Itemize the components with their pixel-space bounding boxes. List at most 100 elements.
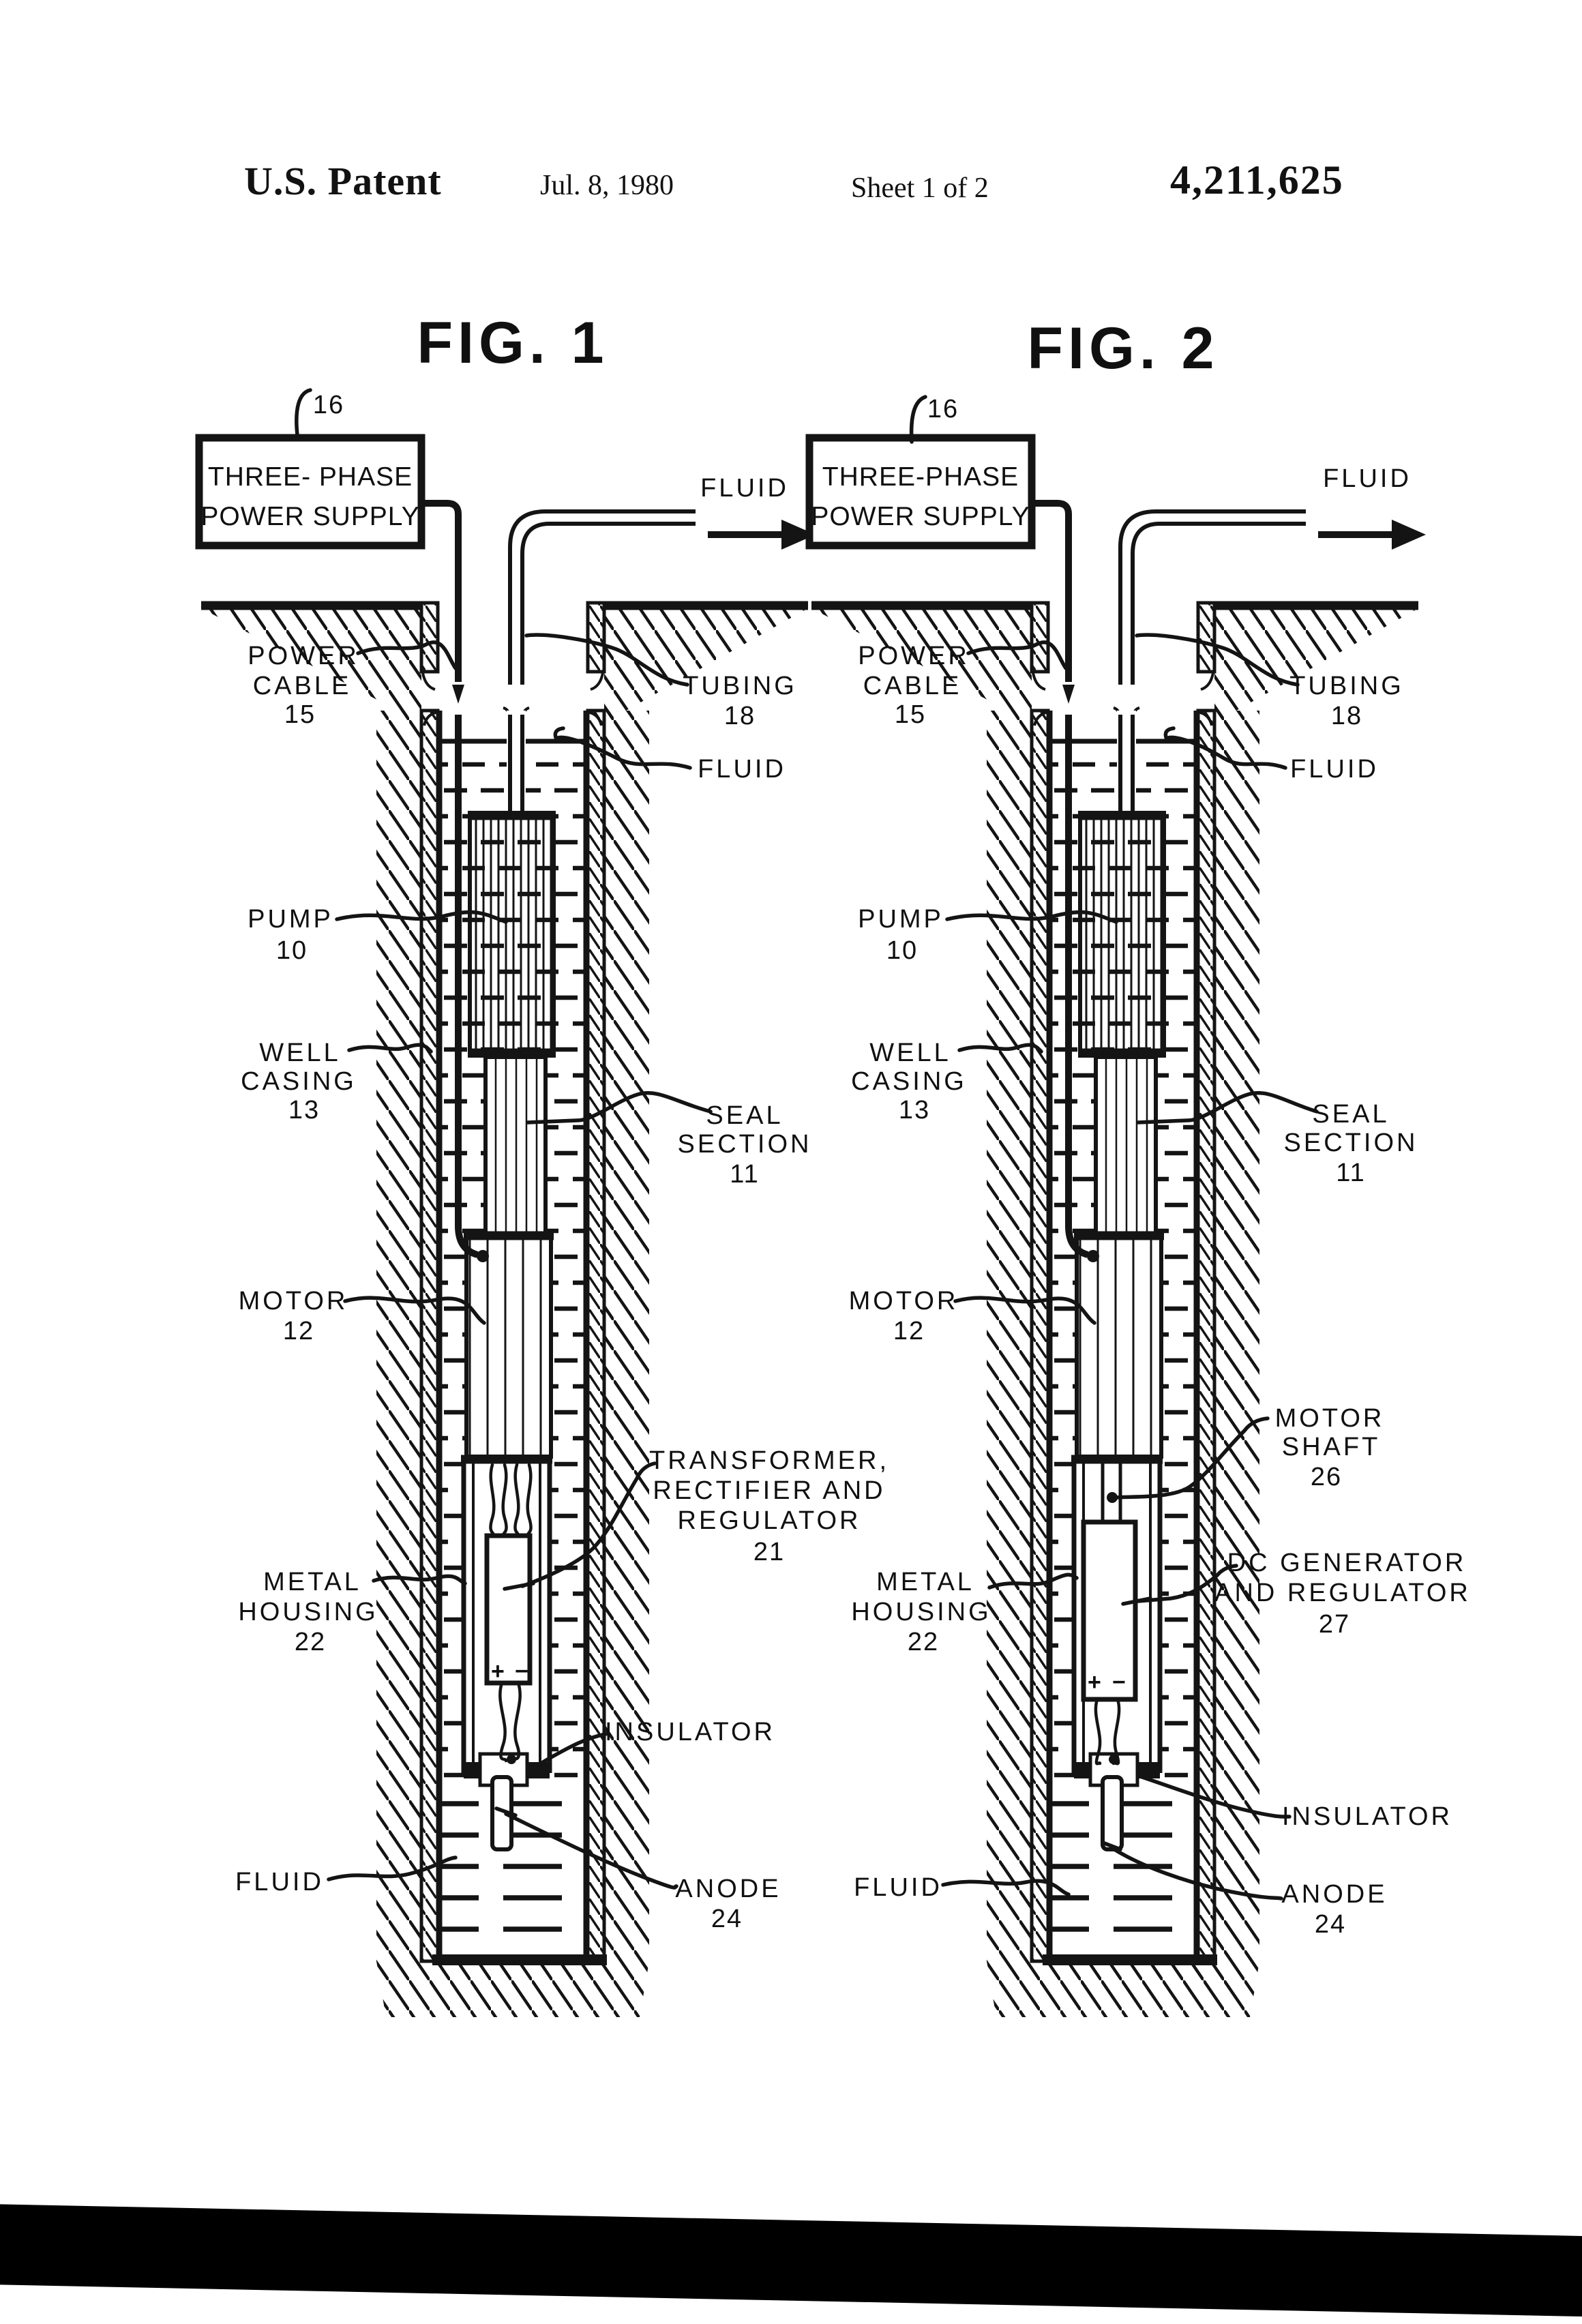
fig2-leader-motor: [953, 1296, 1096, 1325]
fig1-ref-16: 16: [313, 391, 344, 419]
fig2-label-tubing: TUBING: [1289, 672, 1404, 700]
fig2-label-casing: CASING: [851, 1067, 967, 1096]
fig2-housing-interior: [1081, 1463, 1138, 1766]
fig1-label-seal: SEAL: [706, 1101, 783, 1130]
fig2-label-fluid-bottom: FLUID: [854, 1873, 942, 1902]
fig2-label-27: 27: [1319, 1610, 1350, 1639]
fig1-label-insulator: INSULATOR: [605, 1718, 775, 1746]
fig2-leader-tubing: [1135, 633, 1300, 687]
fig1-label-21: 21: [753, 1538, 785, 1566]
fig2-label-dc-generator-2: AND REGULATOR: [1214, 1579, 1471, 1607]
fig1-leader-power-cable: [356, 640, 458, 670]
patent-header-date: Jul. 8, 1980: [540, 170, 674, 201]
fig2-leader-seal: [1136, 1091, 1319, 1124]
fig2-power-supply-line1: THREE-PHASE: [822, 462, 1019, 492]
fig1-label-12: 12: [283, 1317, 314, 1345]
fig2-label-pump: PUMP: [858, 905, 944, 934]
fig1-label-22: 22: [295, 1628, 326, 1656]
fig1-battery-plus: +: [491, 1658, 505, 1684]
fig1-label-rectifier: RECTIFIER AND: [653, 1476, 885, 1505]
fig2-ref-16: 16: [927, 395, 959, 423]
fig1-leader-anode: [494, 1806, 678, 1890]
fig2-label-well: WELL: [869, 1039, 951, 1067]
fig2-leader-pump: [945, 910, 1118, 924]
fig1-leader-seal: [526, 1091, 713, 1124]
fig2-label-10: 10: [886, 936, 918, 965]
transformer-block: [484, 1533, 533, 1686]
fig2-label-22: 22: [908, 1628, 939, 1656]
fig1-leader-fluid-bottom: [327, 1856, 458, 1881]
fig2-label-fluid-level: FLUID: [1290, 755, 1379, 784]
dc-generator-block: [1081, 1519, 1138, 1702]
fig2-label-anode: ANODE: [1281, 1880, 1387, 1909]
fig1-label-24: 24: [711, 1905, 743, 1933]
fig1-label-transformer: TRANSFORMER,: [649, 1446, 889, 1475]
fig2: + − FIG. 2 16 THREE-PHASE POWER SUPPLY F…: [809, 316, 1471, 2017]
fig1-leader-metal-housing: [372, 1574, 467, 1585]
patent-header-title: U.S. Patent: [244, 159, 442, 203]
fig2-leader-dc-generator: [1121, 1564, 1238, 1606]
fig2-label-24: 24: [1315, 1910, 1346, 1939]
motor-shaft-dot: [1107, 1492, 1118, 1503]
fig1: + − FIG. 1 16 THREE- PHASE POWER SUPPLY …: [199, 310, 889, 2017]
fig2-leader-power-cable: [966, 640, 1068, 670]
fig2-power-supply-line2: POWER SUPPLY: [811, 502, 1030, 531]
fig2-label-seal: SEAL: [1312, 1100, 1389, 1129]
fig2-leader-insulator: [1136, 1774, 1292, 1819]
fig2-label-metal: METAL: [876, 1568, 974, 1596]
fig1-leader-transformer: [503, 1461, 657, 1591]
fig1-label-fluid-out: FLUID: [700, 474, 789, 503]
fig2-generator-plus: +: [1088, 1669, 1101, 1695]
fig2-leader-fluid-level: [1163, 726, 1287, 770]
fig1-label-13: 13: [288, 1096, 320, 1124]
fig1-label-15: 15: [284, 700, 316, 729]
fig1-label-well: WELL: [259, 1039, 340, 1067]
fig1-label-10: 10: [276, 936, 308, 965]
fig2-label-26: 26: [1311, 1463, 1342, 1491]
fig1-leader-insulator: [526, 1731, 610, 1775]
wire-junction-dot: [507, 1755, 516, 1764]
patent-header-number: 4,211,625: [1170, 158, 1344, 203]
fig1-label-pump: PUMP: [248, 905, 333, 934]
fig2-leader-ref16: [909, 395, 927, 444]
fig2-label-15: 15: [895, 700, 926, 729]
fig1-leader-fluid-level: [553, 726, 692, 770]
fig1-label-11: 11: [730, 1160, 759, 1189]
fig2-title: FIG. 2: [1028, 316, 1219, 381]
fig1-leader-ref16: [295, 388, 312, 437]
fig1-leader-well-casing: [347, 1043, 433, 1054]
fig1-leader-pump: [335, 910, 508, 924]
fig2-label-housing: HOUSING: [851, 1598, 991, 1626]
fig1-label-metal: METAL: [263, 1568, 361, 1596]
fig2-label-13: 13: [899, 1096, 930, 1124]
fig1-power-supply-line2: POWER SUPPLY: [200, 502, 419, 531]
fig1-label-cable: CABLE: [253, 672, 352, 700]
fig1-power-supply-line1: THREE- PHASE: [208, 462, 413, 492]
fig1-housing-interior: [484, 1463, 533, 1764]
patent-header-sheet: Sheet 1 of 2: [851, 173, 989, 204]
fig2-label-section: SECTION: [1284, 1129, 1418, 1157]
fig2-label-18: 18: [1331, 702, 1362, 730]
fig1-label-regulator: REGULATOR: [678, 1506, 861, 1535]
fig2-label-dc-generator-1: DC GENERATOR: [1227, 1549, 1467, 1577]
fig2-generator-minus: −: [1112, 1669, 1126, 1695]
fig1-label-anode: ANODE: [675, 1875, 781, 1903]
wire-junction-dot: [1109, 1755, 1118, 1764]
fig2-leader-well-casing: [957, 1043, 1043, 1054]
fig2-label-motor-shaft-2: SHAFT: [1282, 1433, 1381, 1461]
fig1-leader-motor: [343, 1296, 486, 1325]
fig1-title: FIG. 1: [417, 310, 609, 376]
fig2-label-cable: CABLE: [863, 672, 962, 700]
fig2-label-power: POWER: [858, 642, 970, 670]
fig1-label-motor: MOTOR: [239, 1287, 348, 1315]
fig2-label-fluid-out: FLUID: [1323, 464, 1412, 493]
fig2-label-12: 12: [893, 1317, 925, 1345]
fig1-label-power: POWER: [248, 642, 359, 670]
fig1-label-housing: HOUSING: [238, 1598, 378, 1626]
fig2-label-insulator: INSULATOR: [1282, 1802, 1452, 1831]
fig2-label-11: 11: [1336, 1159, 1365, 1187]
fig2-label-motor-shaft-1: MOTOR: [1275, 1404, 1385, 1433]
fig1-label-fluid-level: FLUID: [698, 755, 786, 784]
